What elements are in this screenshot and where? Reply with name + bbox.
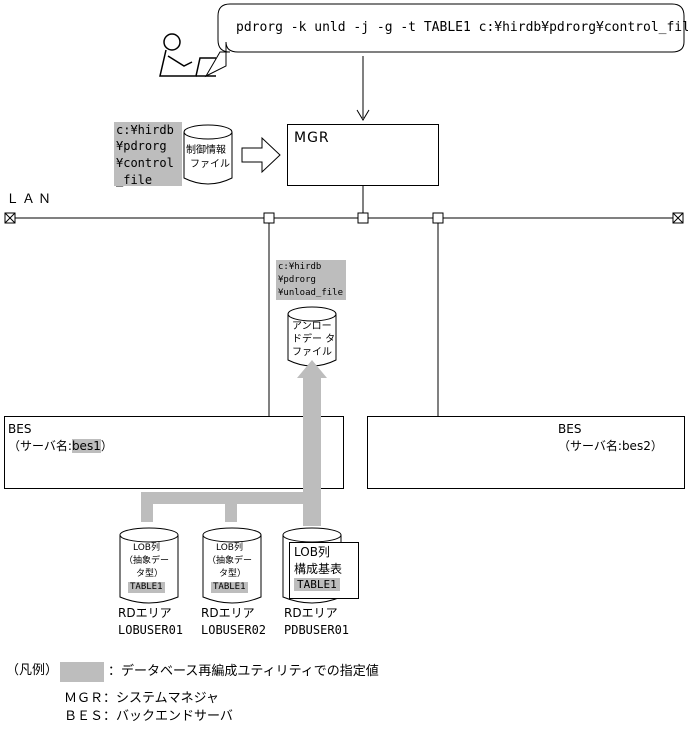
bes2-server-suffix: ） [650, 439, 663, 453]
bes1-server: （サーバ名:bes1） [8, 439, 113, 453]
control-path-4: _file [116, 173, 153, 187]
mgr-box: MGR [287, 124, 439, 186]
lan-node-mgr [357, 212, 369, 224]
control-path-2: ¥pdrorg [116, 139, 167, 153]
drum1-area-name: LOBUSER01 [118, 623, 184, 637]
lan-label: ＬＡＮ [6, 192, 55, 207]
legend-swatch-desc: ：データベース再編成ユティリティでの指定値 [108, 664, 379, 679]
drum3-area-name: PDBUSER01 [284, 623, 350, 637]
lan-terminator-right [672, 212, 684, 224]
drum1-line-1: LOB列 [133, 543, 160, 553]
flow-vertical-main [303, 390, 321, 526]
control-path-block [114, 122, 182, 186]
drum3-line-1: LOB列 [294, 545, 330, 559]
drum1-line-3: タ型） [136, 569, 164, 579]
bes2-server-prefix: （サーバ名: [558, 439, 622, 453]
bes1-box [4, 416, 344, 489]
lan-node-bes2 [432, 212, 444, 224]
legend-mgr: ＭＧＲ：システムマネジャ [64, 691, 219, 706]
command-text: pdrorg -k unld -j -g -t TABLE1 c:¥hirdb¥… [236, 20, 688, 35]
drum1-line-2: （抽象デー [124, 556, 170, 566]
drum1-area-label: RDエリア [118, 606, 172, 620]
control-path-1: c:¥hirdb [116, 123, 174, 137]
bes2-server: （サーバ名:bes2） [558, 440, 663, 452]
lan-terminator-left [4, 212, 16, 224]
legend-bes: ＢＥＳ：バックエンドサーバ [64, 709, 233, 724]
bes1-title: BES [8, 422, 32, 436]
drum1-tag: TABLE1 [128, 582, 165, 593]
mgr-label: MGR [294, 130, 330, 146]
lan-node-bes1 [263, 212, 275, 224]
drum3-area-label: RDエリア [284, 606, 338, 620]
bes2-title: BES [558, 422, 582, 436]
unload-file-label-1: アンロー [292, 321, 332, 332]
unload-path-block [276, 260, 346, 300]
drum3-line-2: 構成基表 [294, 562, 343, 576]
drum2-line-2: （抽象デー [207, 556, 253, 566]
drum2-area-name: LOBUSER02 [201, 623, 267, 637]
drum2-area-label: RDエリア [201, 606, 255, 620]
unload-path-1: c:¥hirdb [278, 262, 322, 272]
unload-file-label-3: ファイル [292, 347, 332, 358]
control-file-label-2: ファイル [190, 159, 230, 170]
control-file-label-1: 制御情報 [186, 145, 226, 156]
bes1-server-suffix: ） [100, 439, 113, 453]
bes1-server-name: bes1 [71, 439, 101, 453]
bes2-box [367, 416, 685, 489]
legend-title: （凡例） [6, 663, 59, 678]
command-callout [204, 3, 685, 78]
flow-drop-2 [225, 492, 237, 522]
control-path-3: ¥control [116, 156, 174, 170]
bes1-server-prefix: （サーバ名: [8, 439, 72, 453]
drum2-tag: TABLE1 [211, 582, 248, 593]
control-file-drum [183, 124, 233, 185]
flow-drop-1 [141, 492, 153, 522]
hollow-arrow [241, 136, 281, 174]
unload-file-drum [287, 306, 337, 367]
unload-file-label-2: ドデー タ [292, 334, 336, 345]
legend-swatch [60, 662, 104, 682]
data-flow-arrow [297, 360, 327, 392]
drum3-tag: TABLE1 [294, 578, 340, 591]
drum2-line-1: LOB列 [216, 543, 243, 553]
operator-icon [159, 33, 216, 77]
unload-path-2: ¥pdrorg [278, 275, 316, 285]
bes2-server-name: bes2 [621, 439, 651, 453]
drum2-line-3: タ型） [219, 569, 247, 579]
unload-path-3: ¥unload_file [278, 288, 344, 298]
